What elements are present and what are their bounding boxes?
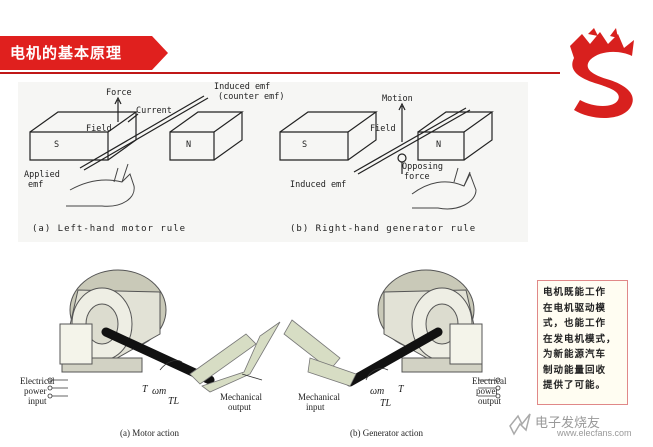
force-label: Force	[106, 88, 132, 98]
induced-emf-label-right: Induced emf	[290, 180, 347, 190]
load-torque-left: TL	[168, 396, 180, 407]
watermark-text: 电子发烧友	[535, 416, 601, 431]
mechanical-output-label-1: Mechanical	[220, 392, 262, 402]
caption-generator-action: (b) Generator action	[350, 428, 423, 438]
current-label: Current	[136, 106, 172, 116]
electrical-output-label-1: Electrical	[472, 376, 507, 386]
omega-left: ωm	[152, 386, 167, 397]
motor-generator-rule-diagram: Induced emf (counter emf) Force Current …	[18, 82, 528, 242]
note-line: 式，也能工作	[543, 318, 607, 329]
omega-right: ωm	[370, 386, 385, 397]
electrical-output-label-3: output	[478, 396, 502, 406]
counter-emf-label: (counter emf)	[218, 92, 285, 102]
caption-left-hand-rule: (a) Left-hand motor rule	[32, 224, 187, 234]
company-logo-icon	[570, 28, 634, 118]
rule-drawing	[29, 95, 494, 210]
applied-emf-label-1: Applied	[24, 170, 60, 180]
mechanical-input-label-2: input	[306, 402, 325, 412]
field-label-left: Field	[86, 124, 112, 134]
note-line: 制动能量回收	[543, 364, 607, 376]
field-label-right: Field	[370, 124, 396, 134]
pole-s-left: S	[54, 140, 60, 150]
note-line: 在发电机模式，	[543, 333, 617, 345]
note-line: 为新能源汽车	[543, 349, 607, 360]
page-title: 电机的基本原理	[10, 44, 123, 62]
load-torque-right: TL	[380, 398, 392, 409]
opposing-label-1: Opposing	[402, 162, 443, 172]
torque-t-right: T	[398, 384, 404, 395]
torque-t-left: T	[142, 384, 148, 395]
electrical-output-label-2: power	[476, 386, 499, 396]
induced-emf-label: Induced emf	[214, 82, 271, 92]
note-line: 电机既能工作	[543, 287, 607, 298]
electrical-input-label-3: input	[28, 396, 47, 406]
motor-generator-action-diagram: Electrical power input T ωm TL Mechanica…	[10, 262, 520, 442]
opposing-label-2: force	[404, 172, 430, 182]
applied-emf-label-2: emf	[28, 180, 44, 190]
caption-motor-action: (a) Motor action	[120, 428, 179, 438]
explanation-note: 电机既能工作 在电机驱动模 式，也能工作 在发电机模式， 为新能源汽车 制动能量…	[537, 280, 628, 405]
watermark-url: www.elecfans.com	[557, 428, 632, 438]
note-line: 在电机驱动模	[543, 302, 607, 314]
note-line: 提供了可能。	[543, 380, 607, 391]
mechanical-input-label-1: Mechanical	[298, 392, 340, 402]
pole-s-right: S	[302, 140, 308, 150]
note-text: 电机既能工作 在电机驱动模 式，也能工作 在发电机模式， 为新能源汽车 制动能量…	[543, 285, 624, 394]
motion-label: Motion	[382, 94, 413, 104]
electrical-input-label-1: Electrical	[20, 376, 55, 386]
header-rule	[0, 72, 560, 74]
electrical-input-label-2: power	[24, 386, 47, 396]
action-drawing	[47, 269, 501, 399]
mechanical-output-label-2: output	[228, 402, 252, 412]
pole-n-left: N	[186, 140, 192, 150]
watermark-logo-icon	[509, 413, 531, 436]
caption-right-hand-rule: (b) Right-hand generator rule	[290, 224, 477, 234]
pole-n-right: N	[436, 140, 442, 150]
title-banner	[0, 36, 168, 70]
